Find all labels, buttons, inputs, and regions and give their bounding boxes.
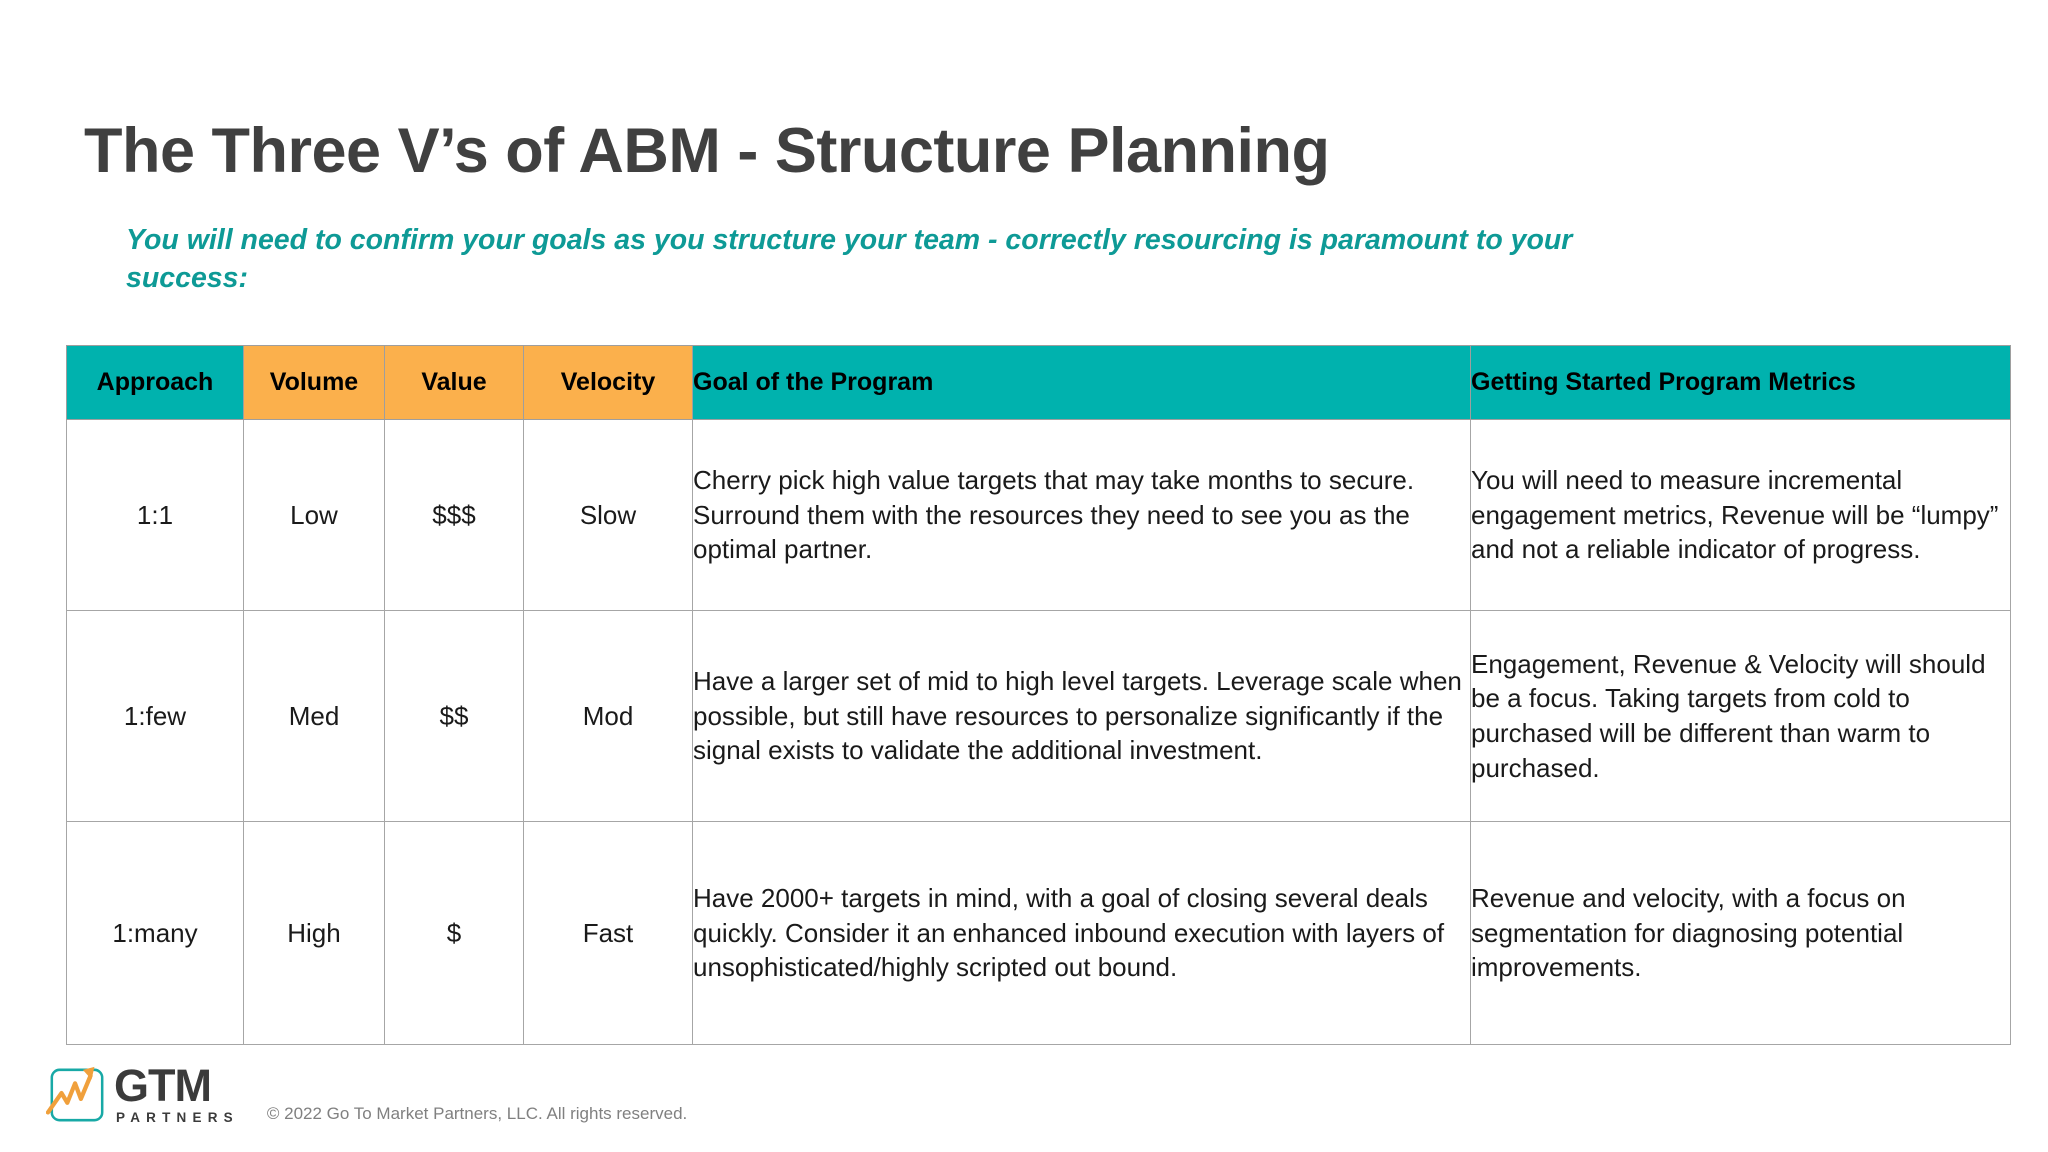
cell-volume: High — [243, 821, 385, 1045]
cell-volume: Low — [243, 419, 385, 611]
logo-secondary-text: PARTNERS — [116, 1110, 239, 1126]
cell-velocity: Slow — [523, 419, 693, 611]
page-subtitle: You will need to confirm your goals as y… — [126, 224, 1573, 294]
cell-approach: 1:1 — [66, 419, 244, 611]
column-header-metrics: Getting Started Program Metrics — [1470, 345, 2011, 420]
table-row: 1:few Med $$ Mod Have a larger set of mi… — [66, 610, 2011, 822]
cell-goal: Have 2000+ targets in mind, with a goal … — [692, 821, 1471, 1045]
cell-approach: 1:many — [66, 821, 244, 1045]
cell-value: $ — [384, 821, 524, 1045]
cell-volume: Med — [243, 610, 385, 822]
table-body: 1:1 Low $$$ Slow Cherry pick high value … — [66, 419, 2011, 1045]
logo-primary-text: GTM — [114, 1060, 212, 1112]
column-header-velocity: Velocity — [523, 345, 693, 420]
table-header-row: Approach Volume Value Velocity Goal of t… — [66, 345, 2011, 420]
copyright-text: © 2022 Go To Market Partners, LLC. All r… — [266, 1104, 688, 1123]
column-header-goal: Goal of the Program — [692, 345, 1471, 420]
footer: GTM PARTNERS © 2022 Go To Market Partner… — [46, 1060, 687, 1130]
cell-goal: Have a larger set of mid to high level t… — [692, 610, 1471, 822]
cell-metrics: Revenue and velocity, with a focus on se… — [1470, 821, 2011, 1045]
column-header-volume: Volume — [243, 345, 385, 420]
cell-value: $$$ — [384, 419, 524, 611]
column-header-approach: Approach — [66, 345, 244, 420]
cell-value: $$ — [384, 610, 524, 822]
gtm-logo-icon — [46, 1066, 104, 1122]
cell-goal: Cherry pick high value targets that may … — [692, 419, 1471, 611]
gtm-logo-wordmark: GTM PARTNERS — [114, 1060, 239, 1126]
column-header-value: Value — [384, 345, 524, 420]
table-header: Approach Volume Value Velocity Goal of t… — [66, 345, 2011, 420]
table-row: 1:many High $ Fast Have 2000+ targets in… — [66, 821, 2011, 1045]
cell-metrics: Engagement, Revenue & Velocity will shou… — [1470, 610, 2011, 822]
abm-structure-table: Approach Volume Value Velocity Goal of t… — [66, 345, 2011, 1045]
page-title: The Three V’s of ABM - Structure Plannin… — [84, 116, 1330, 186]
table-row: 1:1 Low $$$ Slow Cherry pick high value … — [66, 419, 2011, 611]
cell-approach: 1:few — [66, 610, 244, 822]
cell-velocity: Fast — [523, 821, 693, 1045]
cell-metrics: You will need to measure incremental eng… — [1470, 419, 2011, 611]
cell-velocity: Mod — [523, 610, 693, 822]
